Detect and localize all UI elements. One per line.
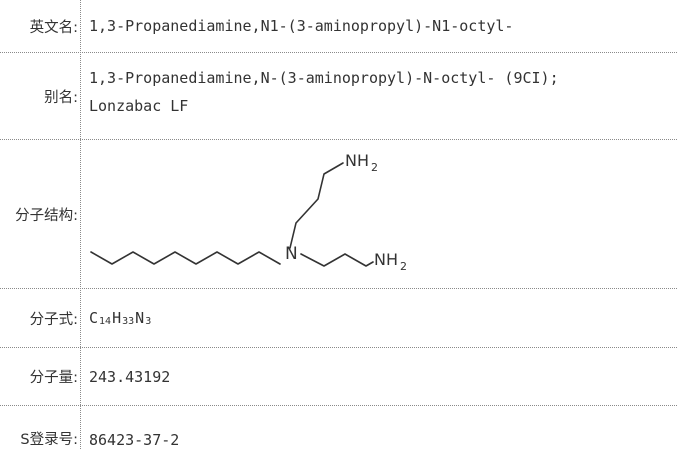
cas-label: S登录号: bbox=[20, 432, 78, 448]
carbon-count: 14 bbox=[99, 316, 112, 327]
element-nitrogen: N bbox=[135, 309, 145, 327]
hydrogen-count: 33 bbox=[122, 316, 135, 327]
aminopropyl-upper-chain bbox=[289, 162, 344, 249]
property-table: 英文名: 1,3-Propanediamine,N1-(3-aminopropy… bbox=[0, 0, 677, 449]
row-molecular-weight: 分子量: 243.43192 bbox=[0, 348, 677, 406]
aminopropyl-lower-chain bbox=[300, 253, 374, 267]
formula-label: 分子式: bbox=[29, 311, 78, 328]
nh2-top-subscript: 2 bbox=[371, 161, 378, 174]
english-name-label: 英文名: bbox=[29, 19, 78, 36]
synonyms-value: 1,3-Propanediamine,N-(3-aminopropyl)-N-o… bbox=[89, 53, 673, 139]
element-carbon: C bbox=[89, 309, 99, 327]
nh2-right-group: NH 2 bbox=[374, 250, 407, 273]
structure-diagram: N NH 2 NH 2 bbox=[90, 151, 407, 273]
cas-value: 86423-37-2 bbox=[89, 431, 180, 449]
english-name-value: 1,3-Propanediamine,N1-(3-aminopropyl)-N1… bbox=[89, 17, 514, 35]
column-divider bbox=[80, 0, 81, 449]
structure-cell: N NH 2 NH 2 bbox=[81, 140, 677, 288]
synonym-line-1: 1,3-Propanediamine,N-(3-aminopropyl)-N-o… bbox=[89, 69, 559, 87]
row-english-name: 英文名: 1,3-Propanediamine,N1-(3-aminopropy… bbox=[0, 0, 677, 53]
molecular-weight-value: 243.43192 bbox=[89, 367, 171, 386]
octyl-chain bbox=[90, 251, 281, 265]
row-structure: 分子结构: N NH 2 NH 2 bbox=[0, 140, 677, 289]
element-hydrogen: H bbox=[112, 309, 122, 327]
n-center-atom: N bbox=[285, 244, 298, 264]
molecular-weight-label: 分子量: bbox=[29, 370, 78, 386]
row-synonyms: 别名: 1,3-Propanediamine,N-(3-aminopropyl)… bbox=[0, 53, 677, 140]
structure-label: 分子结构: bbox=[15, 207, 78, 224]
row-cas: S登录号: 86423-37-2 bbox=[0, 406, 677, 466]
nitrogen-count: 3 bbox=[145, 316, 152, 327]
nh2-right-label: NH bbox=[374, 250, 398, 269]
nh2-right-subscript: 2 bbox=[400, 260, 407, 273]
nh2-top-label: NH bbox=[345, 151, 369, 170]
synonym-line-2: Lonzabac LF bbox=[89, 97, 189, 115]
nh2-top-group: NH 2 bbox=[345, 151, 378, 174]
synonyms-label: 别名: bbox=[44, 89, 78, 106]
